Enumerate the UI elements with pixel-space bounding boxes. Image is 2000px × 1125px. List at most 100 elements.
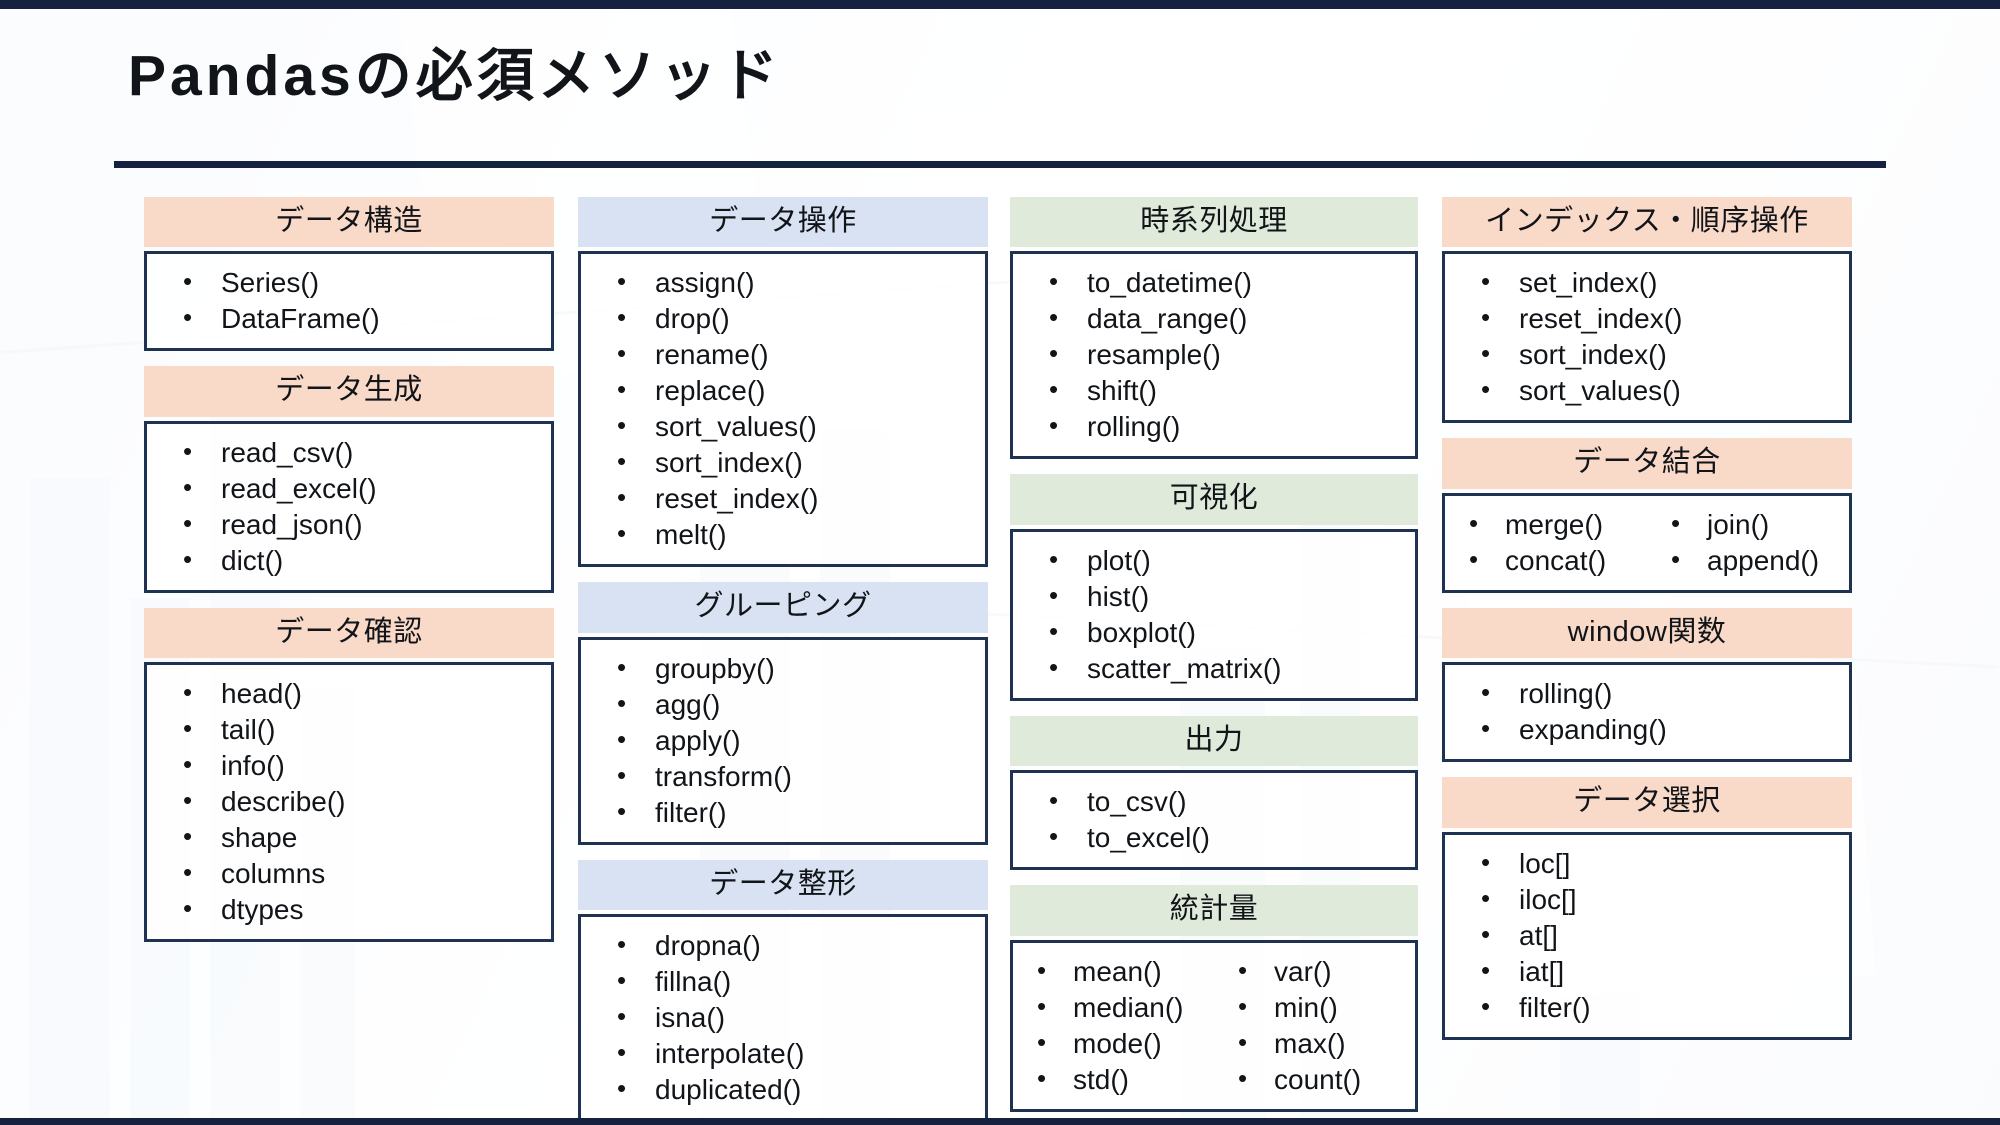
category-card-可視化: 可視化plot()hist()boxplot()scatter_matrix(): [1010, 474, 1418, 701]
title-divider: [114, 161, 1886, 168]
method-item: filter(): [1445, 990, 1849, 1026]
method-item: iloc[]: [1445, 882, 1849, 918]
method-item: to_datetime(): [1013, 265, 1415, 301]
method-item: shape: [147, 820, 551, 856]
column-4: インデックス・順序操作set_index()reset_index()sort_…: [1442, 197, 1852, 1055]
method-item: min(): [1214, 990, 1415, 1026]
category-columns: データ構造Series()DataFrame()データ生成read_csv()r…: [0, 197, 2000, 1118]
method-item: rolling(): [1445, 676, 1849, 712]
method-list-box-可視化: plot()hist()boxplot()scatter_matrix(): [1010, 528, 1418, 701]
method-item: iat[]: [1445, 954, 1849, 990]
method-list-box-グルーピング: groupby()agg()apply()transform()filter(): [578, 636, 988, 845]
category-title-データ結合: データ結合: [1442, 438, 1852, 489]
method-list-box-データ確認: head()tail()info()describe()shapecolumns…: [144, 662, 554, 943]
category-title-時系列処理: 時系列処理: [1010, 197, 1418, 248]
category-card-統計量: 統計量 mean()var()median()min()mode()max()st…: [1010, 885, 1418, 1112]
method-item: head(): [147, 676, 551, 712]
method-item: loc[]: [1445, 846, 1849, 882]
method-item: join(): [1647, 507, 1849, 543]
method-item: sort_values(): [581, 409, 985, 445]
method-item: to_csv(): [1013, 784, 1415, 820]
method-item: append(): [1647, 543, 1849, 579]
category-title-データ選択: データ選択: [1442, 777, 1852, 828]
method-item: hist(): [1013, 579, 1415, 615]
method-list-box-window関数: rolling()expanding(): [1442, 662, 1852, 763]
method-list: mean()var()median()min()mode()max()std()…: [1013, 954, 1415, 1098]
method-list: Series()DataFrame(): [147, 265, 551, 337]
method-item: info(): [147, 748, 551, 784]
category-card-グルーピング: グルーピング groupby()agg()apply()transform()fi…: [578, 582, 988, 845]
category-title-インデックス順序操作: インデックス・順序操作: [1442, 197, 1852, 248]
category-title-データ確認: データ確認: [144, 607, 554, 659]
method-item: isna(): [581, 1000, 985, 1036]
method-item: set_index(): [1445, 265, 1849, 301]
method-list: head()tail()info()describe()shapecolumns…: [147, 676, 551, 928]
column-1: データ構造Series()DataFrame()データ生成read_csv()r…: [144, 197, 554, 957]
method-item: Series(): [147, 265, 551, 301]
method-item: read_excel(): [147, 471, 551, 507]
method-list: to_csv()to_excel(): [1013, 784, 1415, 856]
method-item: interpolate(): [581, 1036, 985, 1072]
method-list-box-データ生成: read_csv()read_excel()read_json()dict(): [144, 420, 554, 593]
method-item: expanding(): [1445, 712, 1849, 748]
method-item: boxplot(): [1013, 615, 1415, 651]
method-item: dropna(): [581, 928, 985, 964]
method-item: max(): [1214, 1026, 1415, 1062]
method-list: assign()drop()rename()replace()sort_valu…: [581, 265, 985, 553]
method-item: read_csv(): [147, 435, 551, 471]
method-item: drop(): [581, 301, 985, 337]
category-title-グルーピング: グルーピング: [578, 582, 988, 633]
method-item: plot(): [1013, 543, 1415, 579]
method-item: dtypes: [147, 892, 551, 928]
method-item: sort_index(): [581, 445, 985, 481]
method-item: shift(): [1013, 373, 1415, 409]
category-title-可視化: 可視化: [1010, 474, 1418, 525]
category-title-window関数: window関数: [1442, 607, 1852, 659]
category-title-データ構造: データ構造: [144, 197, 554, 248]
category-title-データ整形: データ整形: [578, 859, 988, 911]
method-list-box-データ選択: loc[]iloc[]at[]iat[]filter(): [1442, 831, 1852, 1040]
method-item: groupby(): [581, 651, 985, 687]
category-title-データ操作: データ操作: [578, 197, 988, 248]
method-list: loc[]iloc[]at[]iat[]filter(): [1445, 846, 1849, 1026]
category-title-データ生成: データ生成: [144, 366, 554, 417]
method-list-box-データ結合: merge()join()concat()append(): [1442, 492, 1852, 593]
method-item: at[]: [1445, 918, 1849, 954]
method-item: filter(): [581, 795, 985, 831]
method-list-box-インデックス順序操作: set_index()reset_index()sort_index()sort…: [1442, 251, 1852, 424]
category-card-データ選択: データ選択 loc[]iloc[]at[]iat[]filter(): [1442, 777, 1852, 1040]
method-item: mode(): [1013, 1026, 1214, 1062]
category-title-出力: 出力: [1010, 715, 1418, 767]
method-item: apply(): [581, 723, 985, 759]
category-title-統計量: 統計量: [1010, 885, 1418, 936]
method-item: assign(): [581, 265, 985, 301]
method-item: tail(): [147, 712, 551, 748]
method-item: sort_index(): [1445, 337, 1849, 373]
method-item: mean(): [1013, 954, 1214, 990]
category-card-インデックス順序操作: インデックス・順序操作set_index()reset_index()sort_…: [1442, 197, 1852, 424]
method-item: std(): [1013, 1062, 1214, 1098]
column-3: 時系列処理to_datetime()data_range()resample()…: [1010, 197, 1418, 1118]
page-title: Pandasの必須メソッド: [128, 44, 782, 108]
method-list: dropna()fillna()isna()interpolate()dupli…: [581, 928, 985, 1108]
title-block: Pandasの必須メソッド: [128, 45, 1888, 108]
method-item: rename(): [581, 337, 985, 373]
method-list: rolling()expanding(): [1445, 676, 1849, 748]
method-list-box-統計量: mean()var()median()min()mode()max()std()…: [1010, 939, 1418, 1112]
method-item: dict(): [147, 543, 551, 579]
method-item: rolling(): [1013, 409, 1415, 445]
category-card-window関数: window関数 rolling()expanding(): [1442, 607, 1852, 763]
method-item: median(): [1013, 990, 1214, 1026]
method-item: columns: [147, 856, 551, 892]
method-item: duplicated(): [581, 1072, 985, 1108]
method-item: DataFrame(): [147, 301, 551, 337]
method-item: replace(): [581, 373, 985, 409]
method-item: count(): [1214, 1062, 1415, 1098]
method-list-box-データ操作: assign()drop()rename()replace()sort_valu…: [578, 251, 988, 568]
method-item: scatter_matrix(): [1013, 651, 1415, 687]
method-list: groupby()agg()apply()transform()filter(): [581, 651, 985, 831]
method-item: agg(): [581, 687, 985, 723]
category-card-データ結合: データ結合merge()join()concat()append(): [1442, 438, 1852, 593]
column-2: データ操作assign()drop()rename()replace()sort…: [578, 197, 988, 1118]
